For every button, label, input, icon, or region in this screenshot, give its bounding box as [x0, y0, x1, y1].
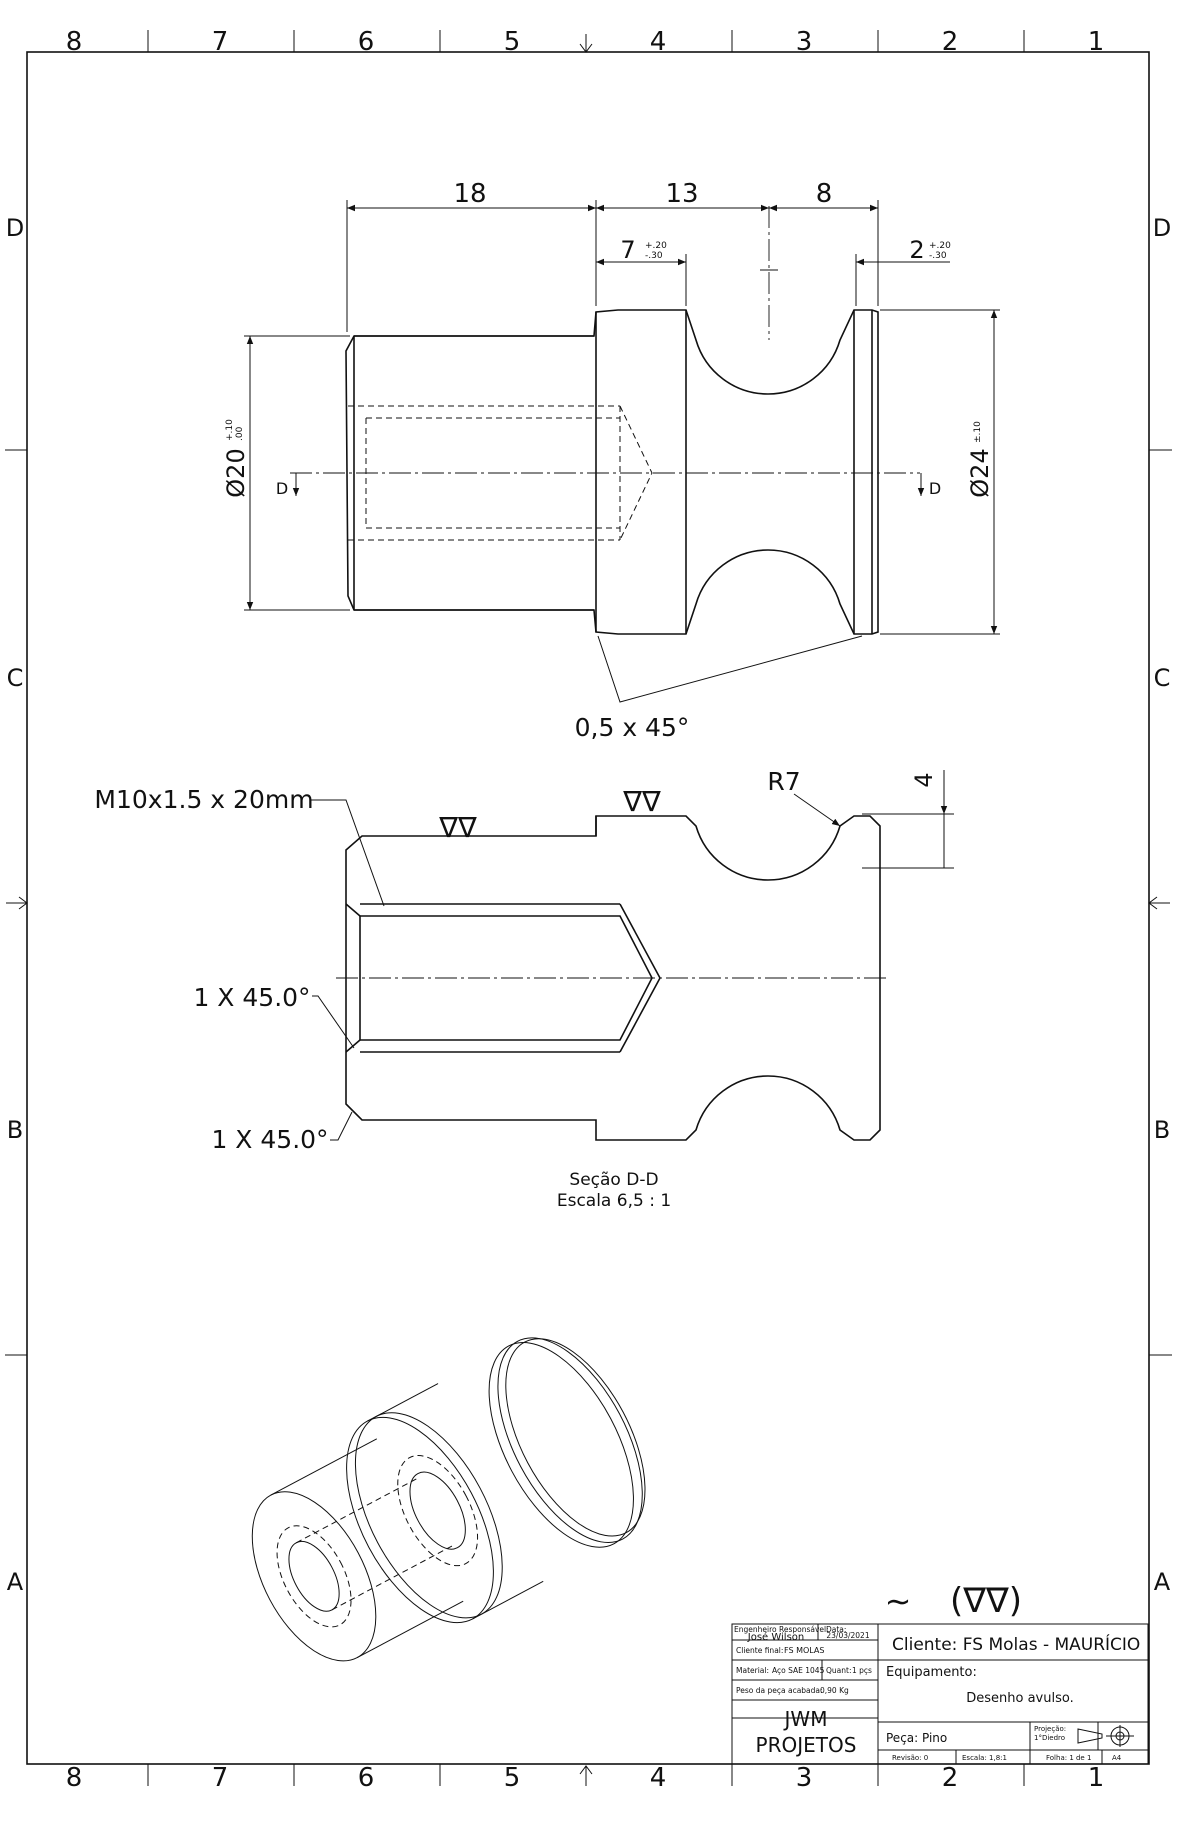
dimension-7-tol-minus: -.30	[645, 251, 663, 261]
zone-label: 2	[942, 27, 959, 57]
equipment-label: Equipamento:	[886, 1665, 977, 1680]
section-scale: Escala 6,5 : 1	[557, 1191, 671, 1211]
section-label: D	[276, 479, 288, 498]
sheet-number: Folha: 1 de 1	[1046, 1754, 1091, 1762]
zone-label: 1	[1088, 1763, 1105, 1793]
equipment-value: Desenho avulso.	[966, 1691, 1074, 1706]
engineer-label: Engenheiro Responsável:	[734, 1625, 829, 1634]
date-label: Data:	[826, 1625, 846, 1634]
zone-row-labels-right: D C B A	[1153, 214, 1171, 1596]
zone-label: 6	[358, 27, 375, 57]
revision-text: Revisão: 0	[892, 1754, 928, 1762]
engineer-name: José Wilson	[747, 1631, 805, 1643]
material-value: Aço SAE 1045	[772, 1666, 825, 1675]
zone-label: 7	[212, 1763, 229, 1793]
diameter-20: Ø20	[222, 448, 250, 497]
chamfer-note-0-5: 0,5 x 45°	[575, 713, 690, 742]
projection-value: 1°Diedro	[1034, 1734, 1065, 1742]
zone-label: 8	[66, 1763, 83, 1793]
front-view-dimensions: 18 13 8 7 +.20 -.30 2 +.20 -.30 Ø20 +.10…	[222, 179, 1000, 742]
dimension-7-tol-plus: +.20	[645, 241, 667, 251]
company-name-line1: JWM	[783, 1707, 828, 1731]
scale-text: Escala: 1,8:1	[962, 1754, 1007, 1762]
quantity-value: 1 pçs	[852, 1666, 872, 1675]
front-view	[290, 206, 920, 635]
material-label: Material:	[736, 1666, 769, 1675]
section-view: ∇∇ ∇∇ M10x1.5 x 20mm R7 4 1 X 45.0° 1 X …	[94, 767, 954, 1211]
title-block: ∼ (∇∇) Engenheiro Responsável: José Wils…	[731, 1581, 1149, 1765]
zone-label: 3	[796, 27, 813, 57]
weight-value: 0,90 Kg	[820, 1686, 849, 1695]
dimension-7: 7	[620, 236, 635, 264]
radius-r7: R7	[767, 767, 800, 796]
part-name: Peça: Pino	[886, 1731, 947, 1745]
chamfer-note-inner: 1 X 45.0°	[193, 983, 310, 1012]
zone-label: 4	[650, 1763, 667, 1793]
zone-label: B	[1154, 1116, 1170, 1144]
zone-label: 6	[358, 1763, 375, 1793]
weight-label: Peso da peça acabada:	[736, 1686, 823, 1695]
dimension-2-tol-plus: +.20	[929, 241, 951, 251]
dimension-18: 18	[453, 179, 486, 209]
dimension-13: 13	[665, 179, 698, 209]
zone-label: C	[7, 664, 24, 692]
zone-label: B	[7, 1116, 23, 1144]
diameter-20-tol-minus: .00	[235, 426, 245, 441]
projection-label: Projeção:	[1034, 1725, 1066, 1733]
zone-label: 4	[650, 27, 667, 57]
zone-label: A	[7, 1568, 24, 1596]
sheet-frame	[5, 30, 1172, 1786]
zone-label: A	[1154, 1568, 1171, 1596]
diameter-20-tol-plus: +.10	[225, 419, 235, 441]
chamfer-note-outer: 1 X 45.0°	[211, 1125, 328, 1154]
dimension-2-tol-minus: -.30	[929, 251, 947, 261]
zone-label: C	[1154, 664, 1171, 692]
zone-column-labels-top: 8 7 6 5 4 3 2 1	[66, 27, 1105, 57]
finish-symbol: ∇∇	[438, 811, 477, 844]
zone-label: 5	[504, 1763, 521, 1793]
thread-note: M10x1.5 x 20mm	[94, 785, 313, 814]
finish-general-symbol: ∼	[885, 1582, 912, 1620]
section-cut-marks: D D	[276, 473, 941, 498]
paper-format: A4	[1112, 1754, 1122, 1762]
diameter-24-tol: ±.10	[973, 421, 983, 443]
client-name: Cliente: FS Molas - MAURÍCIO	[892, 1633, 1140, 1655]
zone-label: 1	[1088, 27, 1105, 57]
dimension-4: 4	[910, 772, 938, 787]
dimension-8: 8	[816, 179, 833, 209]
isometric-view	[251, 1337, 646, 1662]
section-title: Seção D-D	[569, 1170, 658, 1190]
zone-label: 7	[212, 27, 229, 57]
finish-symbol: ∇∇	[622, 785, 661, 818]
client-final-label: Cliente final:	[736, 1646, 783, 1655]
zone-label: 8	[66, 27, 83, 57]
section-label: D	[929, 479, 941, 498]
zone-column-labels-bottom: 8 7 6 5 4 3 2 1	[66, 1763, 1105, 1793]
dimension-2: 2	[909, 236, 924, 264]
finish-paren-symbol: (∇∇)	[950, 1581, 1022, 1621]
zone-label: 5	[504, 27, 521, 57]
projection-symbol-icon	[1077, 1725, 1134, 1747]
date-value: 23/03/2021	[826, 1631, 869, 1640]
zone-label: D	[1153, 214, 1171, 242]
company-name-line2: PROJETOS	[756, 1733, 857, 1757]
client-final-value: FS MOLAS	[784, 1646, 824, 1655]
zone-label: 2	[942, 1763, 959, 1793]
quantity-label: Quant:	[826, 1666, 851, 1675]
diameter-24: Ø24	[966, 448, 994, 497]
zone-label: 3	[796, 1763, 813, 1793]
zone-label: D	[6, 214, 24, 242]
zone-row-labels-left: D C B A	[6, 214, 24, 1596]
